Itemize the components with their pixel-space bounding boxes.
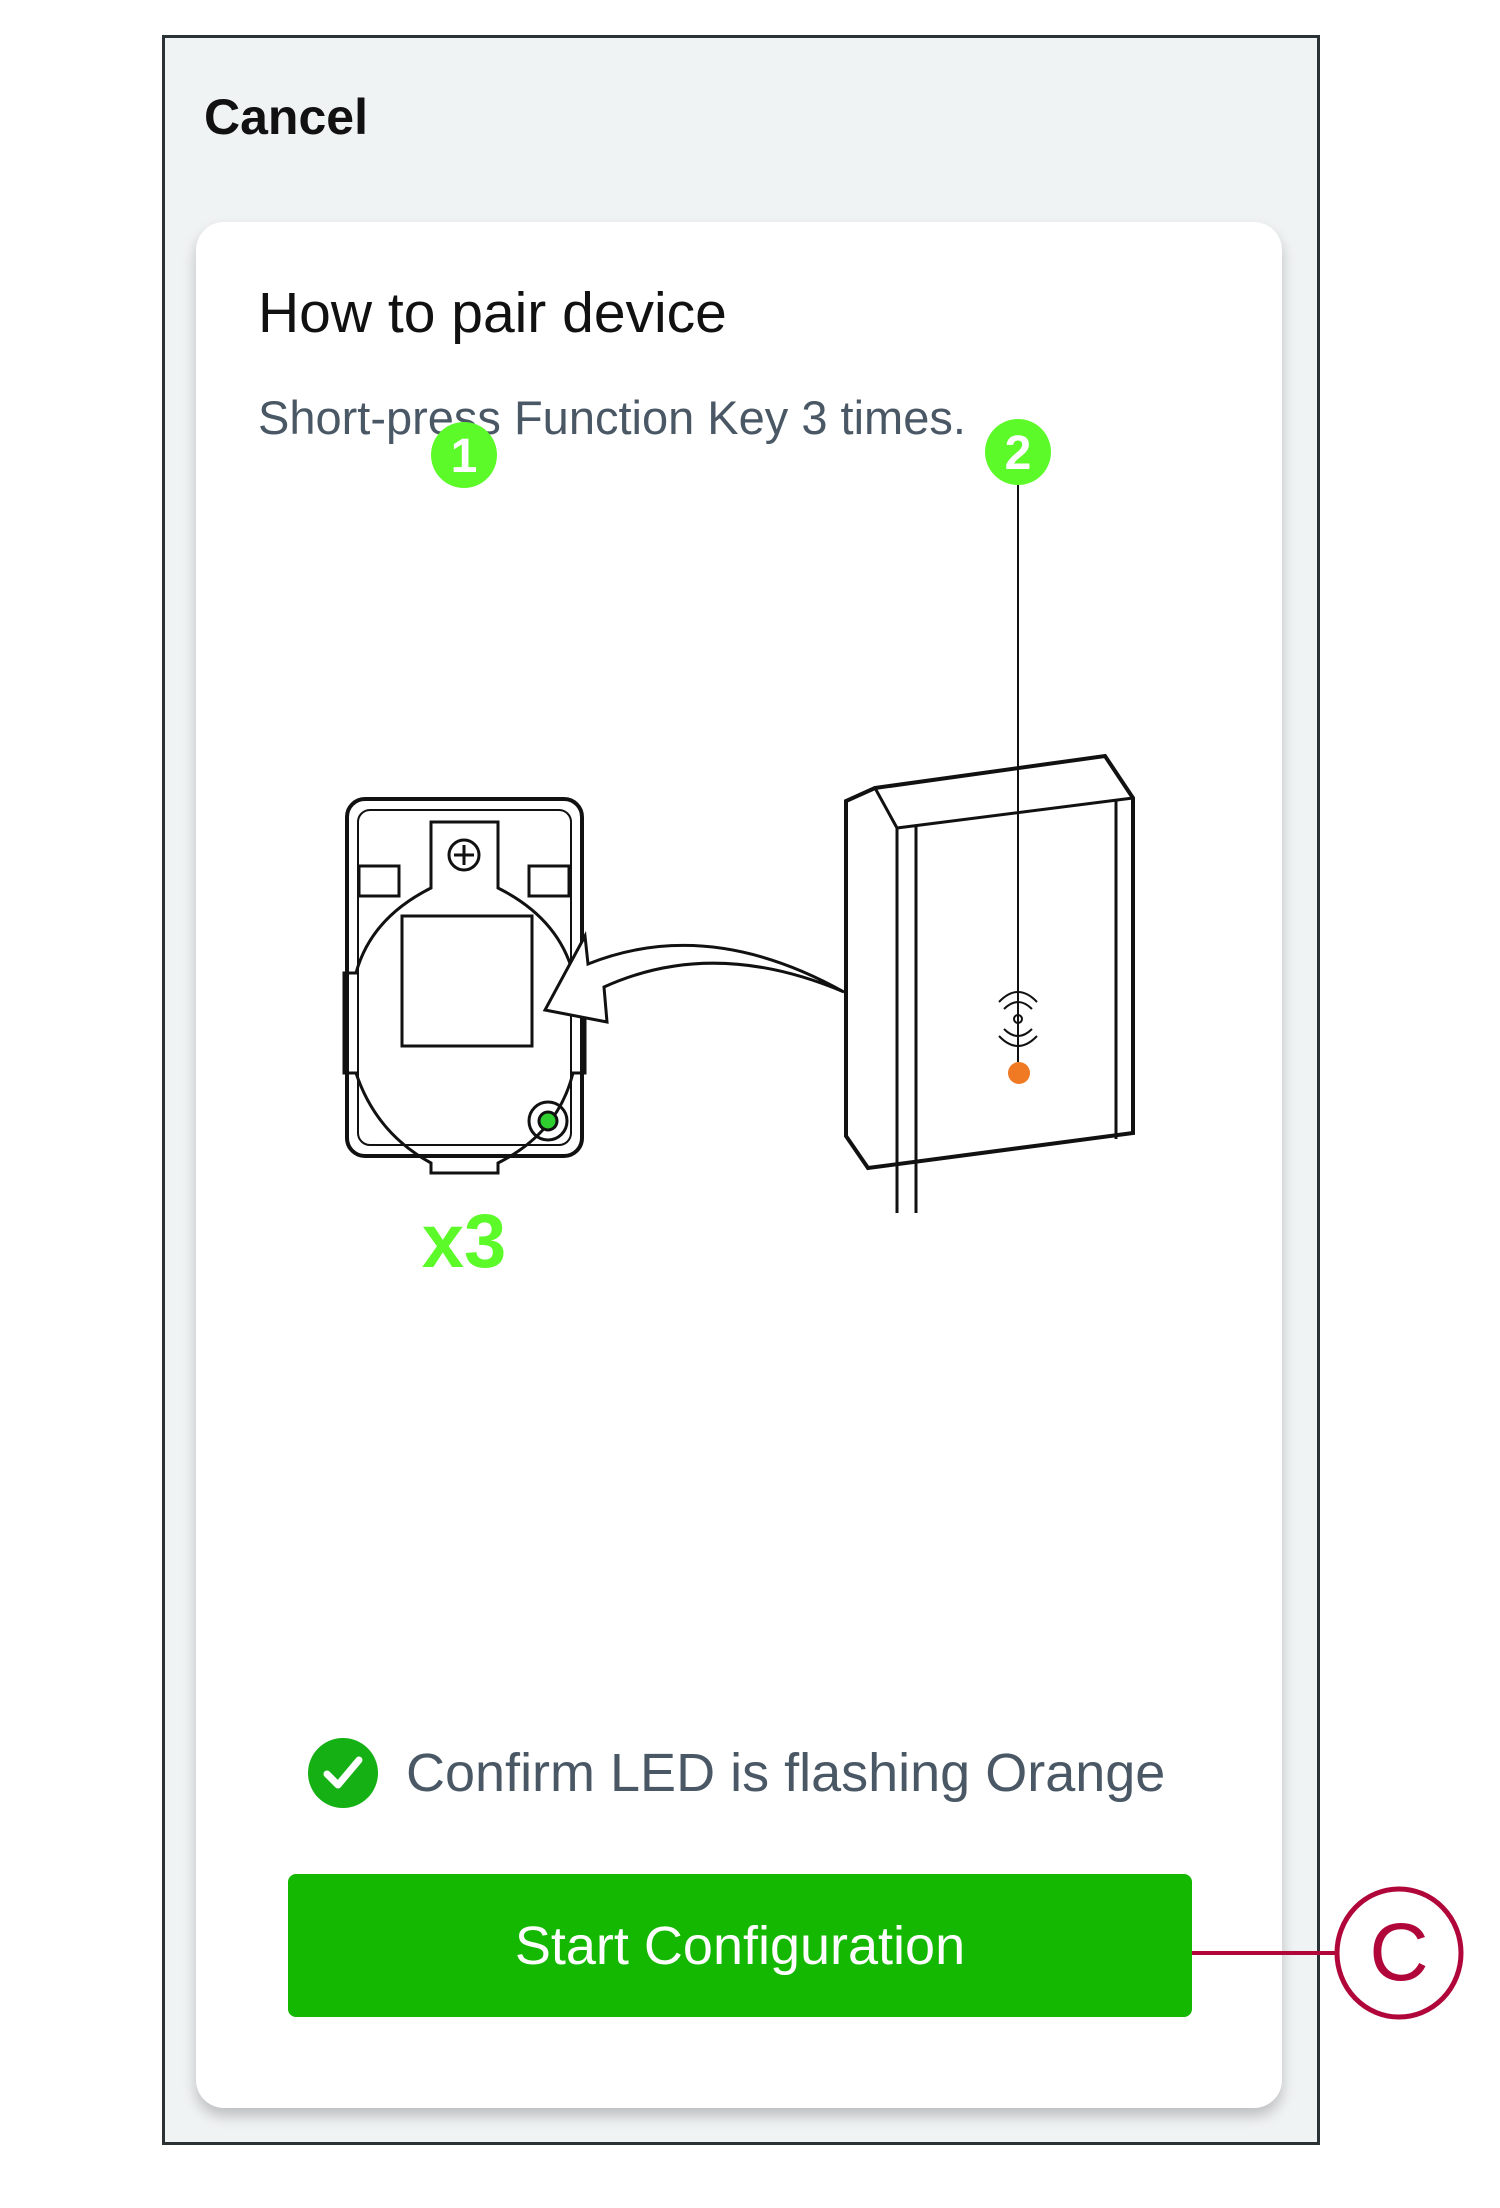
cancel-button[interactable]: Cancel	[204, 89, 368, 145]
start-configuration-button[interactable]: Start Configuration	[288, 1874, 1192, 2017]
step-1-badge: 1	[431, 422, 497, 488]
device-back-icon	[342, 797, 587, 1175]
confirm-led-text: Confirm LED is flashing Orange	[406, 1743, 1166, 1803]
sensor-device-icon	[844, 485, 1135, 1213]
press-count-label: x3	[422, 1199, 507, 1284]
confirm-led-row: Confirm LED is flashing Orange	[308, 1738, 1165, 1808]
phone-screen: Cancel How to pair device Short-press Fu…	[162, 35, 1320, 2145]
card-title: How to pair device	[258, 281, 727, 345]
pairing-card: How to pair device Short-press Function …	[196, 222, 1282, 2108]
svg-text:2: 2	[1005, 427, 1032, 480]
card-subtitle: Short-press Function Key 3 times.	[258, 391, 966, 444]
callout-label: C	[1369, 1907, 1429, 1998]
step-2-badge: 2	[985, 419, 1051, 485]
led-indicator	[1008, 1062, 1030, 1084]
check-circle-icon	[308, 1738, 378, 1808]
arrow-icon	[542, 931, 845, 1024]
pairing-illustration: 1 2	[342, 419, 1135, 1284]
svg-text:1: 1	[451, 430, 478, 483]
